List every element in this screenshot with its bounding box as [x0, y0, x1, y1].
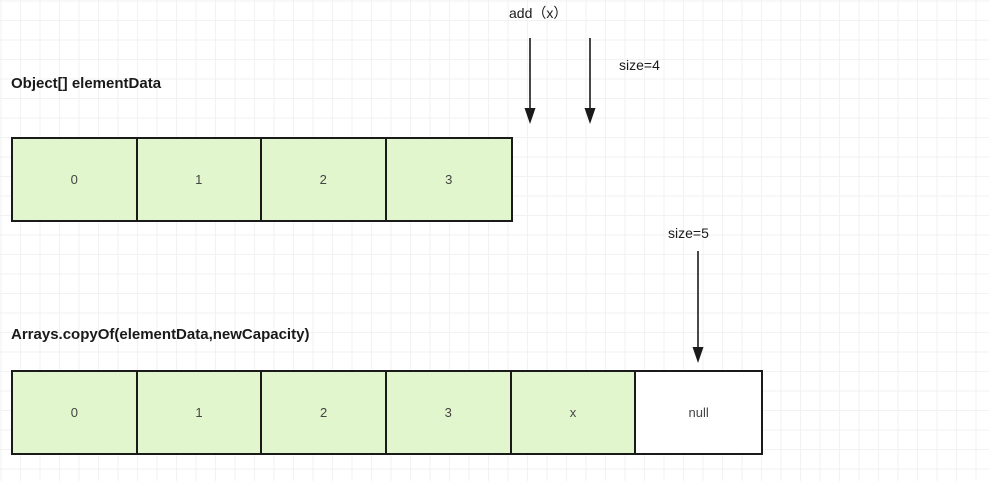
- annotation-size-4: size=4: [619, 57, 660, 73]
- element-data-cell: 3: [386, 139, 511, 220]
- arrow-size-5: [690, 251, 706, 363]
- annotation-add-call: add（x）: [509, 5, 568, 21]
- element-data-cell: 1: [137, 139, 262, 220]
- arrow-size-4: [582, 38, 598, 124]
- copyof-cell: x: [511, 372, 637, 453]
- label-element-data: Object[] elementData: [11, 75, 162, 92]
- copyof-cell: 3: [386, 372, 512, 453]
- label-arrays-copyof: Arrays.copyOf(elementData,newCapacity): [11, 326, 310, 343]
- arrow-add-to-array: [522, 38, 538, 124]
- element-data-cell: 2: [262, 139, 387, 220]
- copyof-cell: 1: [137, 372, 263, 453]
- copyof-cell: 2: [262, 372, 387, 453]
- copyof-cell: 0: [13, 372, 138, 453]
- copyof-cell: null: [636, 372, 761, 453]
- element-data-cell: 0: [13, 139, 138, 220]
- annotation-size-5: size=5: [668, 225, 709, 241]
